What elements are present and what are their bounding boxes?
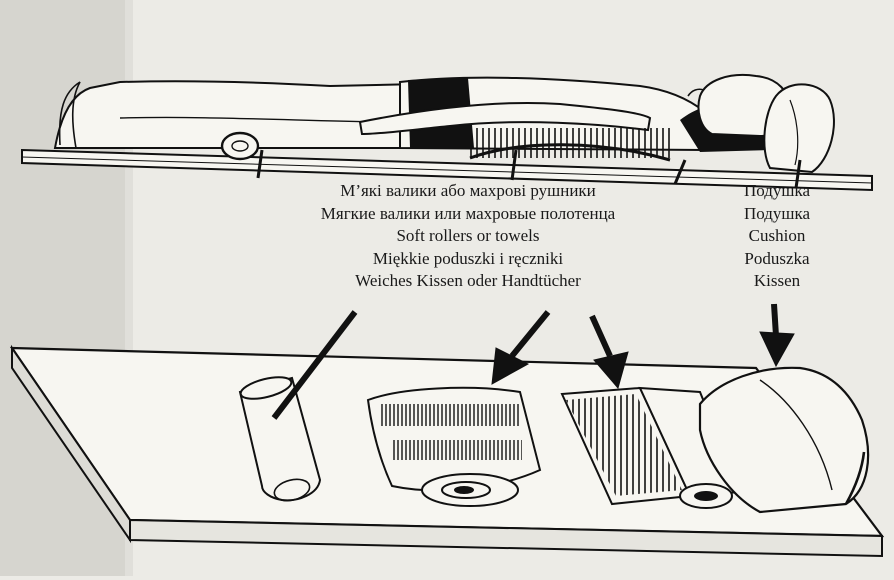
cushion-label-polish: Poduszka	[722, 248, 832, 271]
cushion-label: Подушка Подушка Cushion Poduszka Kissen	[722, 180, 832, 293]
rollers-label-russian: Мягкие валики или махровые полотенца	[268, 203, 668, 226]
cushion-label-russian: Подушка	[722, 203, 832, 226]
cushion-label-english: Cushion	[722, 225, 832, 248]
cushion-label-german: Kissen	[722, 270, 832, 293]
cushion-label-ukrainian: Подушка	[722, 180, 832, 203]
soft-rollers-label: М’які валики або махрові рушники Мягкие …	[268, 180, 668, 293]
rollers-label-polish: Miękkie poduszki i ręczniki	[268, 248, 668, 271]
rollers-label-ukrainian: М’які валики або махрові рушники	[268, 180, 668, 203]
rollers-label-english: Soft rollers or towels	[268, 225, 668, 248]
rollers-label-german: Weiches Kissen oder Handtücher	[268, 270, 668, 293]
